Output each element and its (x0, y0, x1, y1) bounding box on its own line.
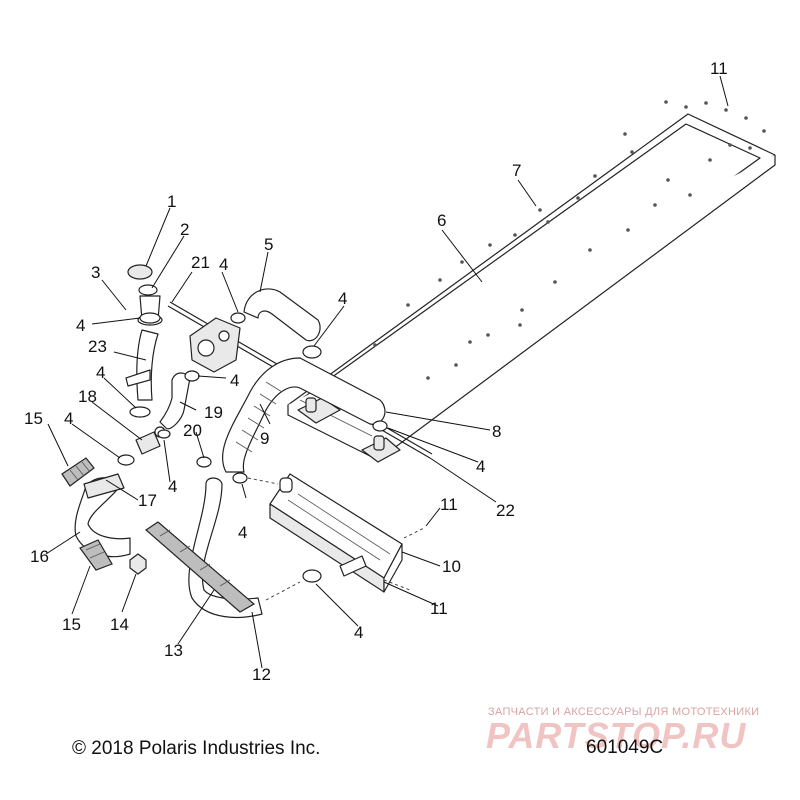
callout-6: 6 (437, 211, 446, 230)
callout-14: 14 (110, 615, 129, 634)
callout-4a: 4 (76, 316, 85, 335)
callout-4g: 4 (168, 477, 177, 496)
callout-4h: 4 (238, 523, 247, 542)
callout-20: 20 (183, 421, 202, 440)
callout-23: 23 (88, 337, 107, 356)
callout-21: 21 (191, 253, 210, 272)
callout-3: 3 (91, 263, 100, 282)
nut-14 (129, 553, 147, 575)
hose-23 (125, 329, 159, 401)
hose-16 (74, 473, 131, 558)
callout-15a: 15 (24, 409, 43, 428)
callout-15b: 15 (62, 615, 81, 634)
tray-fasteners (373, 100, 766, 380)
callout-4d: 4 (96, 363, 105, 382)
callout-18: 18 (78, 387, 97, 406)
callout-5: 5 (264, 235, 273, 254)
copyright-notice: © 2018 Polaris Industries Inc. (72, 738, 321, 759)
callout-19: 19 (204, 403, 223, 422)
callout-4e: 4 (230, 371, 239, 390)
hose-sleeve-15-lower (79, 539, 113, 571)
callout-9: 9 (260, 429, 269, 448)
callout-8: 8 (492, 422, 501, 441)
callout-labels: 1 2 3 4 4 5 4 6 7 11 21 23 4 4 18 19 4 1… (24, 59, 728, 684)
connection-dashes (247, 477, 425, 601)
callout-22: 22 (496, 501, 515, 520)
hose-5 (243, 288, 321, 342)
callout-4i: 4 (476, 457, 485, 476)
callout-4j: 4 (354, 623, 363, 642)
callout-4f: 4 (64, 409, 73, 428)
hose-19 (159, 372, 191, 430)
callout-12: 12 (252, 665, 271, 684)
callout-10: 10 (442, 557, 461, 576)
callout-16: 16 (30, 547, 49, 566)
callout-2: 2 (180, 220, 189, 239)
diagram-code: 601049C (586, 737, 664, 758)
callout-4c: 4 (338, 289, 347, 308)
callout-11c: 11 (430, 599, 448, 618)
callout-11b: 11 (440, 495, 458, 514)
heat-exchanger-10 (269, 473, 403, 593)
callout-7: 7 (512, 161, 521, 180)
watermark-logo: PARTSTOP.RU (486, 715, 747, 756)
callout-4b: 4 (219, 255, 228, 274)
hose-clamps (117, 312, 388, 583)
pump-housing (189, 317, 241, 373)
sleeve-13 (145, 521, 256, 613)
hose-sleeve-15-upper (61, 457, 95, 487)
heat-exchanger-tray (287, 113, 776, 463)
leader-lines (45, 75, 729, 669)
callout-17: 17 (138, 491, 157, 510)
hose-9 (221, 357, 386, 473)
callout-1: 1 (167, 192, 176, 211)
callout-13: 13 (164, 641, 183, 660)
callout-11a: 11 (710, 59, 728, 78)
watermark-tagline: ЗАПЧАСТИ И АКСЕССУАРЫ ДЛЯ МОТОТЕХНИКИ (488, 706, 760, 718)
